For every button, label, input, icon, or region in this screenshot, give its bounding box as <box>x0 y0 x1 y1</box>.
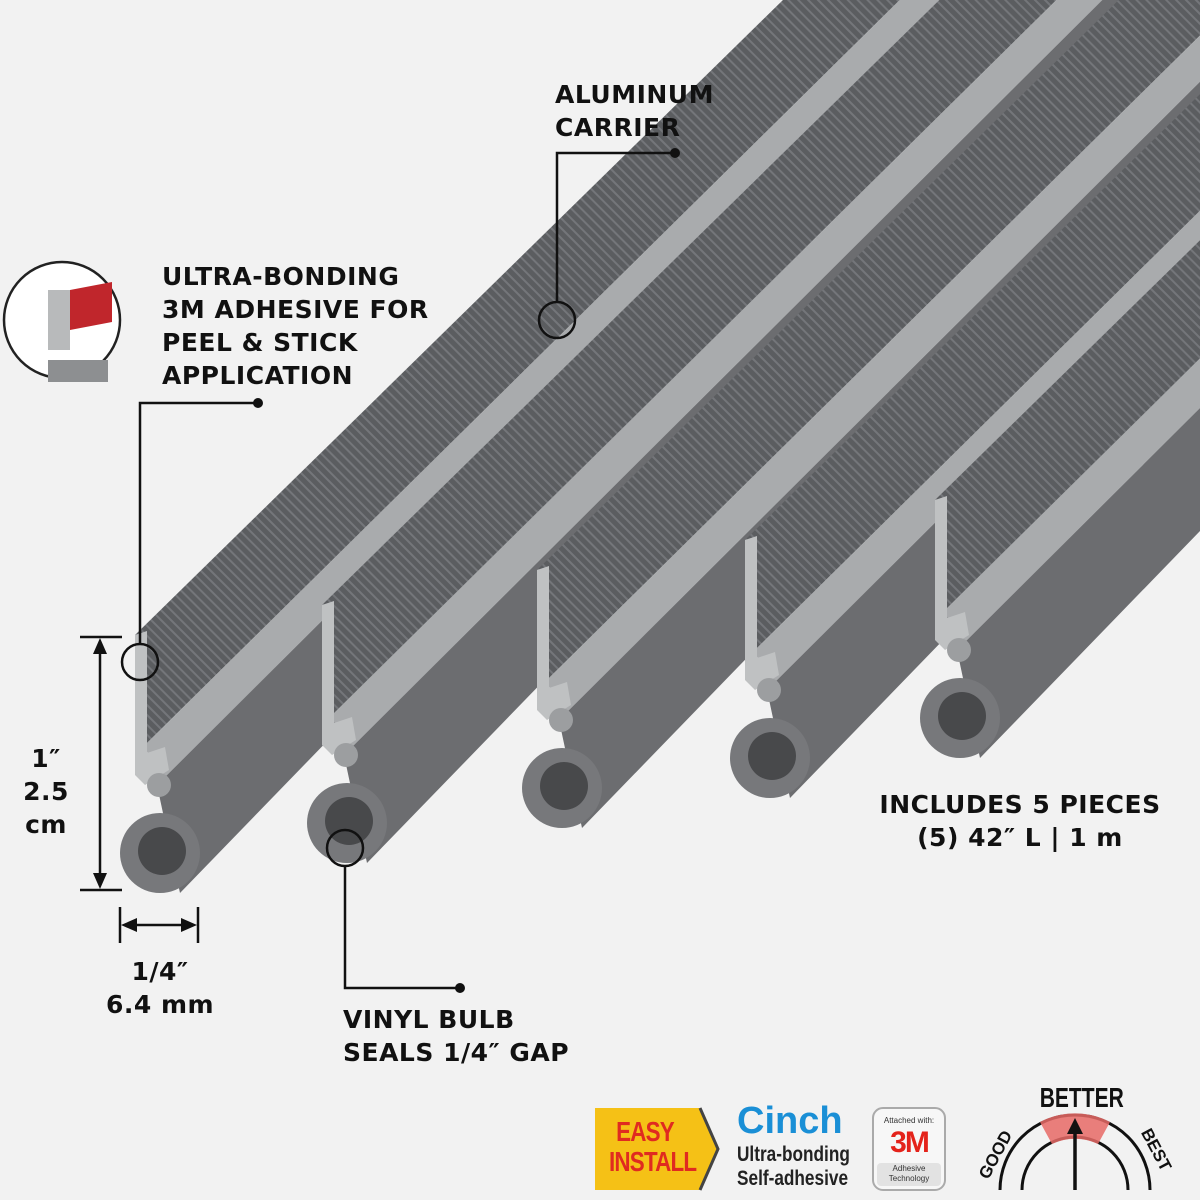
width-dimension <box>118 907 200 943</box>
includes-label: INCLUDES 5 PIECES(5) 42″ L | 1 m <box>879 790 1161 852</box>
threem-logo: 3M <box>890 1126 930 1159</box>
rating-better: BETTER <box>1039 1082 1124 1113</box>
threem-top-text: Attached with: <box>883 1116 935 1125</box>
width-label: 1/4″6.4 mm <box>105 957 215 1019</box>
rating-gauge-icon <box>998 1113 1152 1191</box>
aluminum-callout-line <box>537 151 675 340</box>
adhesive-callout-line <box>120 401 258 682</box>
cinch-logo: Cinch <box>737 1100 843 1142</box>
easy-install-badge <box>595 1108 718 1190</box>
vinyl-callout-line <box>325 828 460 990</box>
height-dimension <box>80 635 122 892</box>
adhesive-inset-icon <box>2 260 122 382</box>
height-label: 1″2.5 cm <box>23 744 69 839</box>
